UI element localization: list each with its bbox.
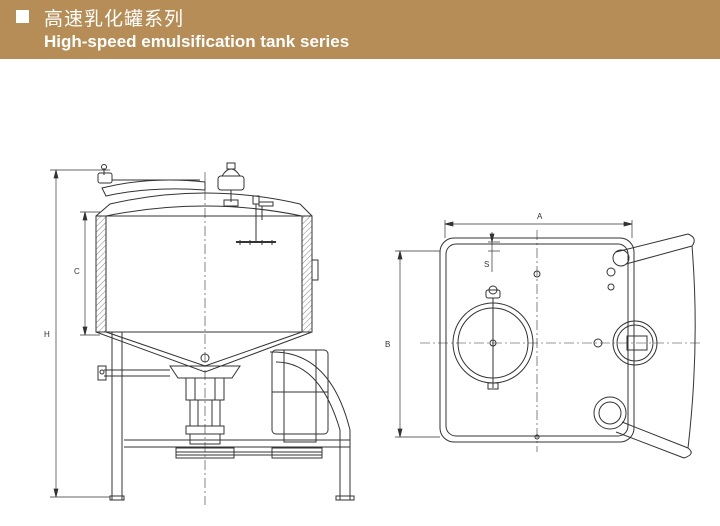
jacket-insulation-right [301,215,313,333]
plan-manhole [452,285,534,390]
drive-motor [271,349,329,443]
technical-drawing: H C [44,162,700,505]
dimension-a [444,220,633,238]
breather-valve [217,162,245,207]
dimension-b [395,250,440,438]
frame-arm-upper [612,233,695,267]
port-small-right [593,338,603,348]
vessel-inner [105,205,303,367]
dimension-label-b: B [385,340,390,349]
dimension-label-s: S [484,260,489,269]
plan-drain-port [593,396,627,430]
dimension-label-a: A [537,212,543,221]
frame-arm-curve [687,245,696,449]
dimension-c [80,211,100,336]
frame-arm-lower [615,421,692,459]
side-port [311,259,319,281]
dimension-label-c: C [74,267,80,276]
outlet-valve [97,365,170,381]
top-plan-view: A B S [385,212,700,459]
port-b [607,283,615,291]
header-bar: 高速乳化罐系列 High-speed emulsification tank s… [0,0,720,59]
bottom-homogenizer [169,353,241,445]
port-small-top [533,270,541,278]
agitator-assembly [236,195,276,245]
manhole-cover [97,164,206,197]
page-title-chinese: 高速乳化罐系列 [44,8,185,30]
front-elevation-view: H C [44,162,355,505]
dimension-label-h: H [44,330,50,339]
port-bottom [534,434,540,440]
belt-drive [175,447,323,459]
jacket-insulation-left [95,215,107,333]
vessel-jacket-outer [95,192,313,373]
port-a [606,267,616,277]
page-title-english: High-speed emulsification tank series [44,32,350,51]
square-bullet-icon [16,10,29,23]
plan-motor [612,320,658,366]
support-frame [109,332,355,501]
dimension-h [50,169,110,498]
